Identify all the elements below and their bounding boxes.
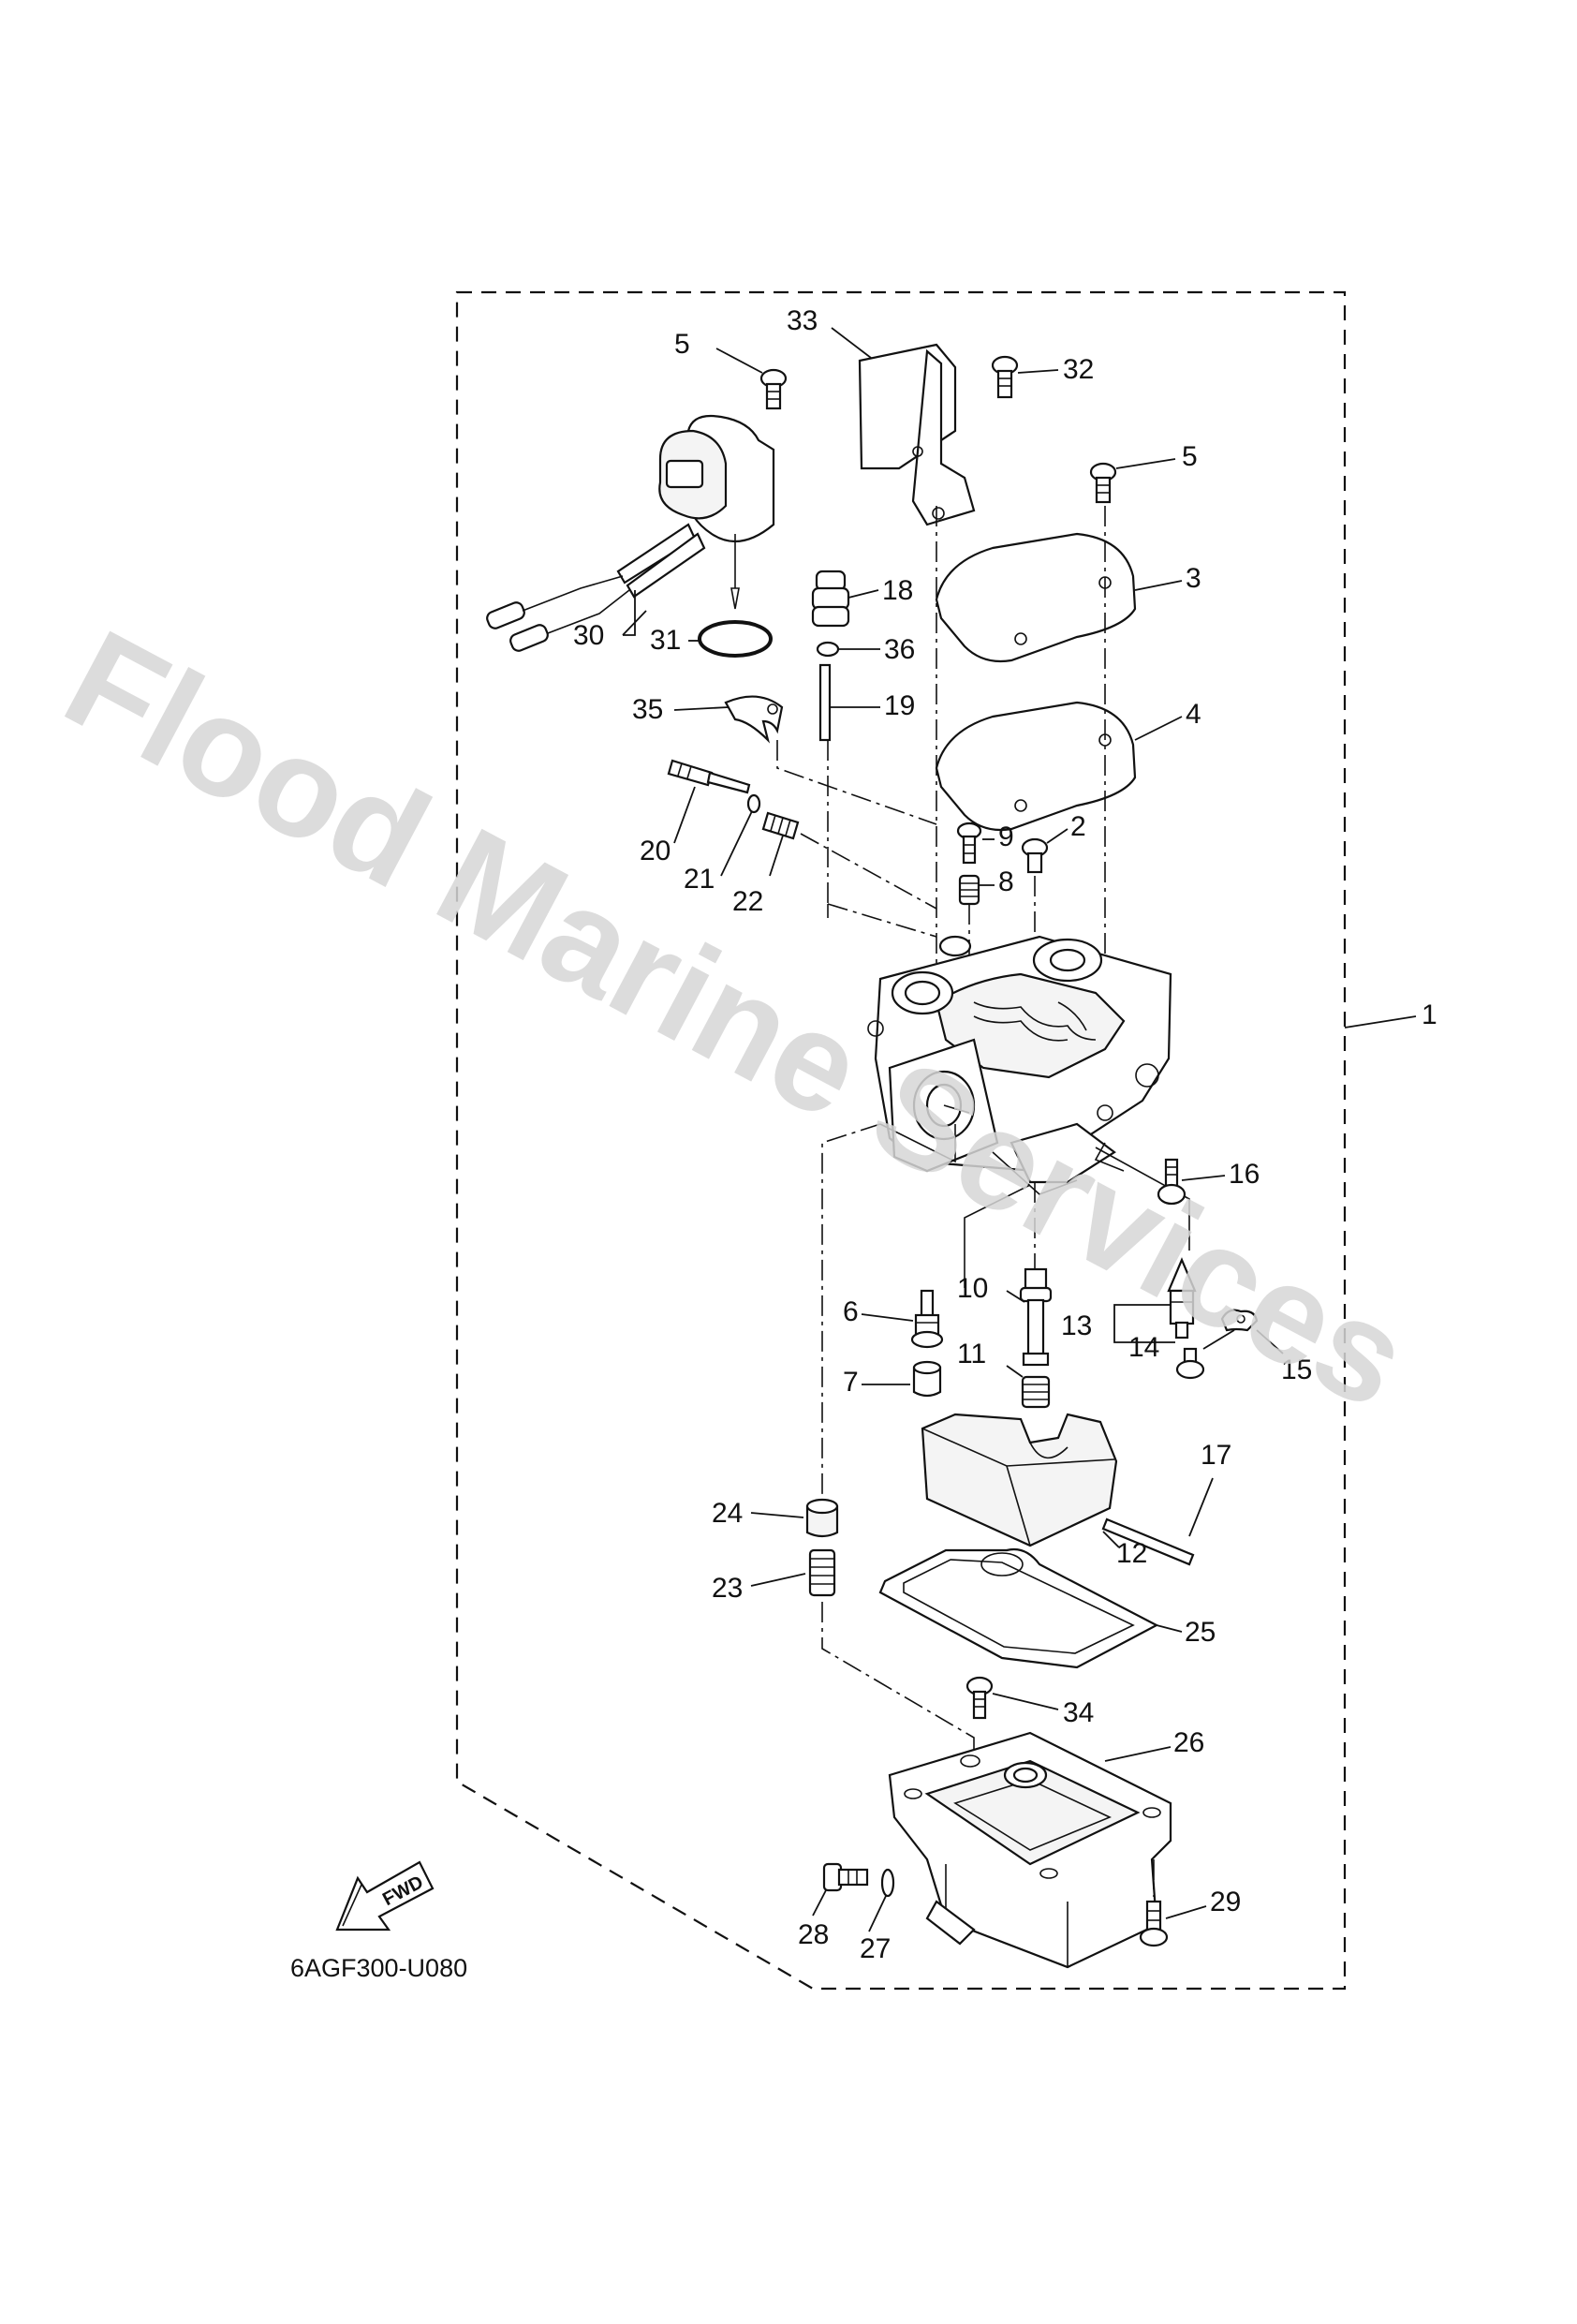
screw-5-right bbox=[1089, 462, 1117, 504]
callout-35: 35 bbox=[632, 694, 663, 725]
callout-28: 28 bbox=[798, 1919, 829, 1950]
float-12 bbox=[921, 1413, 1118, 1547]
callout-14: 14 bbox=[1128, 1332, 1159, 1363]
callout-19: 19 bbox=[884, 690, 915, 721]
screw-34 bbox=[965, 1676, 994, 1720]
assembly-border bbox=[455, 290, 1347, 1991]
bracket-33 bbox=[858, 343, 976, 526]
clip-15 bbox=[1220, 1309, 1259, 1332]
screw-32 bbox=[991, 355, 1019, 399]
callout-4: 4 bbox=[1186, 699, 1201, 730]
callout-29: 29 bbox=[1210, 1887, 1241, 1917]
callout-8: 8 bbox=[998, 866, 1014, 897]
plug-18 bbox=[811, 570, 850, 628]
callout-15: 15 bbox=[1281, 1354, 1312, 1385]
float-bowl-26 bbox=[888, 1731, 1172, 1969]
diagram-code: 6AGF300-U080 bbox=[290, 1954, 467, 1982]
callout-17: 17 bbox=[1201, 1440, 1231, 1471]
gasket-25 bbox=[878, 1547, 1159, 1669]
gasket-4 bbox=[935, 701, 1137, 832]
ring-21 bbox=[746, 793, 761, 814]
callout-34: 34 bbox=[1063, 1697, 1094, 1728]
callout-5-right: 5 bbox=[1182, 441, 1198, 472]
jet-11 bbox=[1021, 1375, 1051, 1409]
bolt-28 bbox=[822, 1862, 869, 1892]
callout-7: 7 bbox=[843, 1367, 859, 1398]
spring-8 bbox=[958, 874, 980, 906]
clip-35 bbox=[724, 695, 784, 744]
fwd-arrow-icon bbox=[335, 1860, 435, 1932]
callout-5-left: 5 bbox=[674, 329, 690, 360]
screw-2 bbox=[1021, 837, 1049, 874]
callout-3: 3 bbox=[1186, 563, 1201, 594]
screw-5-left bbox=[759, 368, 788, 410]
callout-36: 36 bbox=[884, 634, 915, 665]
callout-23: 23 bbox=[712, 1573, 743, 1604]
pin-19 bbox=[818, 663, 832, 742]
callout-31: 31 bbox=[650, 625, 681, 656]
callout-6: 6 bbox=[843, 1296, 859, 1327]
callout-22: 22 bbox=[732, 886, 763, 917]
o-ring-31 bbox=[698, 620, 773, 658]
spring-23 bbox=[808, 1548, 836, 1597]
alignment-lines-lower bbox=[821, 1123, 1190, 1536]
leader-1 bbox=[1344, 1015, 1417, 1029]
screw-14 bbox=[1175, 1347, 1205, 1380]
callout-18: 18 bbox=[882, 575, 913, 606]
callout-24: 24 bbox=[712, 1498, 743, 1529]
screw-29 bbox=[1139, 1859, 1169, 1947]
callout-12: 12 bbox=[1116, 1538, 1147, 1569]
sensor-30 bbox=[486, 414, 775, 652]
callout-27: 27 bbox=[860, 1933, 891, 1964]
screw-9 bbox=[956, 822, 982, 865]
o-ring-36 bbox=[816, 641, 840, 658]
callout-33: 33 bbox=[787, 305, 818, 336]
callout-20: 20 bbox=[640, 836, 671, 866]
pilot-screw-20 bbox=[667, 759, 751, 794]
tube-10 bbox=[1019, 1267, 1053, 1367]
callout-32: 32 bbox=[1063, 354, 1094, 385]
watermark: Flood Marine Services bbox=[42, 600, 1433, 1439]
callout-21: 21 bbox=[684, 864, 715, 895]
callout-labels: 1 2 3 4 5 5 6 7 8 9 10 11 12 13 14 15 16… bbox=[573, 305, 1437, 1964]
pin-17 bbox=[1101, 1517, 1195, 1566]
spring-22 bbox=[761, 811, 800, 840]
alignment-line-bowl bbox=[821, 1602, 975, 1752]
callout-1: 1 bbox=[1422, 999, 1437, 1030]
callout-26: 26 bbox=[1173, 1727, 1204, 1758]
jet-6 bbox=[910, 1289, 944, 1349]
screw-16 bbox=[1157, 1158, 1186, 1206]
callout-25: 25 bbox=[1185, 1617, 1216, 1648]
carburetor-body-1 bbox=[867, 935, 1172, 1195]
callout-13: 13 bbox=[1061, 1310, 1092, 1341]
plug-7 bbox=[912, 1360, 942, 1398]
plate-3 bbox=[935, 532, 1137, 663]
callout-10: 10 bbox=[957, 1273, 988, 1304]
washer-27 bbox=[880, 1868, 895, 1898]
plug-24 bbox=[805, 1498, 839, 1538]
callout-16: 16 bbox=[1229, 1159, 1260, 1190]
callout-9: 9 bbox=[998, 822, 1014, 852]
needle-valve-13 bbox=[1167, 1257, 1197, 1340]
callout-11: 11 bbox=[957, 1339, 986, 1369]
callout-2: 2 bbox=[1070, 811, 1086, 842]
callout-30: 30 bbox=[573, 620, 604, 651]
